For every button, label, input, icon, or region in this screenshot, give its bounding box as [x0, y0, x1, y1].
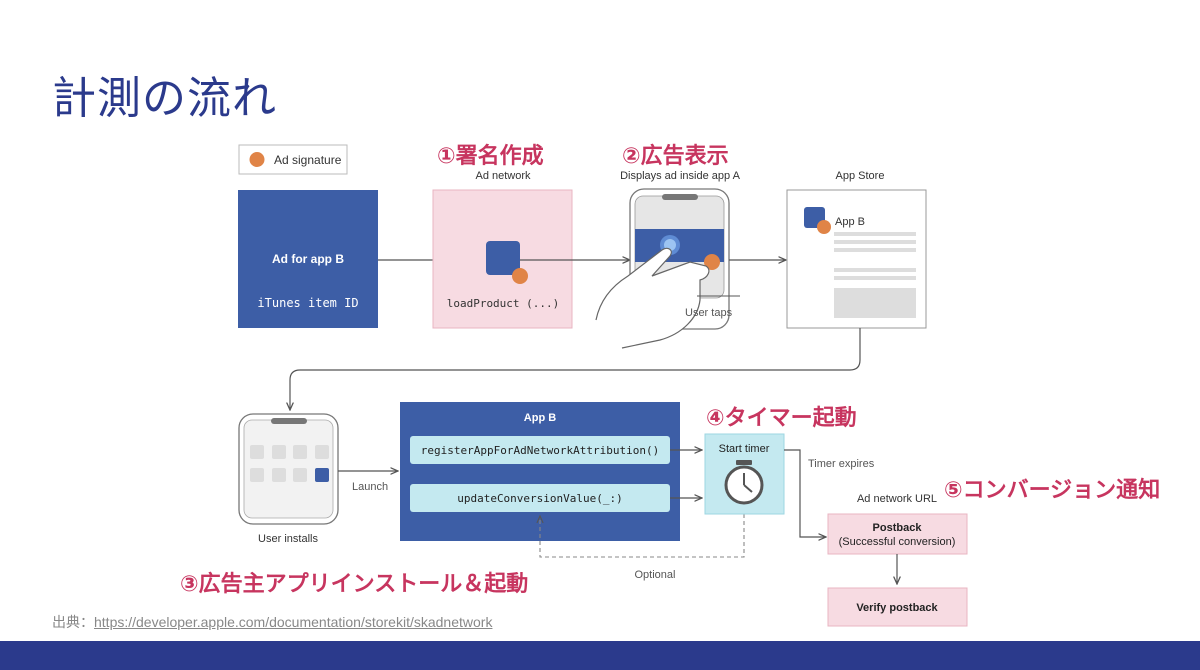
timer-expires-label: Timer expires	[808, 458, 875, 470]
skadnetwork-flow-diagram: Ad signature Ad for app B iTunes item ID…	[238, 144, 968, 627]
step-4-label: ④タイマー起動	[706, 406, 857, 431]
phone-home-screen: User installs	[238, 413, 339, 545]
slide-title: 計測の流れ	[52, 73, 277, 124]
postback-sub: (Successful conversion)	[839, 536, 956, 548]
user-taps-label: User taps	[685, 307, 733, 319]
app-store-caption: App Store	[836, 170, 885, 182]
ad-network-url-label: Ad network URL	[857, 493, 937, 505]
ad-box: Ad for app B iTunes item ID	[238, 190, 378, 328]
app-store-page: App Store App B	[786, 170, 927, 329]
signature-dot-icon	[704, 254, 720, 270]
ad-box-sub: iTunes item ID	[257, 296, 358, 310]
step-3-label: ③広告主アプリインストール＆起動	[180, 572, 529, 597]
verify-postback-box: Verify postback	[827, 587, 968, 627]
user-installs-label: User installs	[258, 533, 318, 545]
update-call: updateConversionValue(_:)	[457, 492, 623, 505]
signed-ad-icon	[486, 241, 520, 275]
start-timer-box: Start timer	[704, 433, 785, 515]
postback-title: Postback	[873, 522, 923, 534]
ad-network-code: loadProduct (...)	[447, 297, 560, 310]
signature-dot-icon	[512, 268, 528, 284]
legend: Ad signature	[238, 144, 348, 175]
launch-label: Launch	[352, 481, 388, 493]
source-prefix: 出典：	[52, 614, 94, 630]
register-call: registerAppForAdNetworkAttribution()	[421, 444, 659, 457]
step-5-label: ⑤コンバージョン通知	[944, 478, 1161, 503]
step-2-label: ②広告表示	[622, 144, 729, 169]
step-1-label: ①署名作成	[437, 144, 544, 169]
source-link[interactable]: https://developer.apple.com/documentatio…	[94, 614, 493, 630]
verify-postback-label: Verify postback	[856, 602, 938, 614]
tapping-hand-icon	[595, 247, 710, 349]
optional-label: Optional	[635, 569, 676, 581]
ad-network-box: Ad network loadProduct (...)	[432, 170, 573, 329]
stopwatch-icon	[724, 460, 764, 505]
ad-network-caption: Ad network	[475, 170, 531, 182]
ad-box-title: Ad for app B	[272, 252, 344, 266]
phone-app-a: Displays ad inside app A User taps	[595, 170, 741, 349]
start-timer-label: Start timer	[719, 443, 770, 455]
signature-dot-icon	[249, 152, 265, 167]
legend-label: Ad signature	[274, 153, 342, 167]
app-b-home-icon	[315, 468, 329, 482]
display-caption: Displays ad inside app A	[620, 170, 741, 182]
app-b-title: App B	[524, 412, 556, 424]
app-store-app-name: App B	[835, 216, 865, 228]
postback-box: Ad network URL Postback (Successful conv…	[827, 493, 968, 555]
source-citation: 出典：https://developer.apple.com/documenta…	[52, 612, 492, 632]
footer-bar	[0, 641, 1200, 670]
